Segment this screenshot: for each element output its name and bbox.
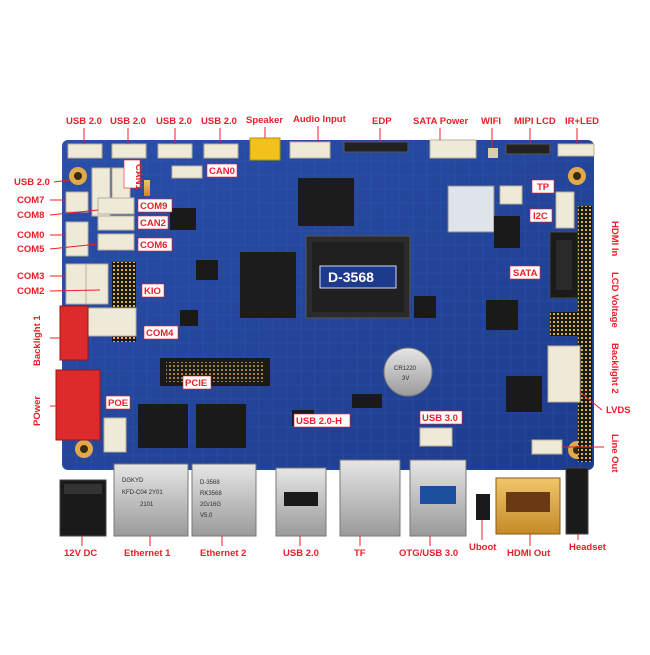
label-line-out: Line Out xyxy=(609,434,620,473)
label-mipi-lcd: MIPI LCD xyxy=(514,116,556,127)
label-dc12v: 12V DC xyxy=(64,548,97,559)
label-audio-input: Audio Input xyxy=(293,114,347,125)
label-can2: CAN2 xyxy=(140,218,166,229)
ethernet2-silk-4: V5.0 xyxy=(200,513,213,519)
ethernet2-silk-1: D-3568 xyxy=(200,480,220,486)
label-backlight-1: Backlight 1 xyxy=(32,315,43,366)
label-lvds: LVDS xyxy=(606,405,631,416)
label-com6: COM6 xyxy=(140,240,167,251)
rtc-battery-silk-2: 3V xyxy=(402,376,409,382)
bottom-ports xyxy=(59,459,589,537)
label-kio: KIO xyxy=(144,286,161,297)
label-usb-bottom: USB 2.0 xyxy=(283,548,319,559)
label-hdmi-out: HDMI Out xyxy=(507,548,551,559)
label-can1: CAN1 xyxy=(133,164,144,191)
label-pcie: PCIE xyxy=(185,378,207,389)
ethernet2-silk-3: 2G/16G xyxy=(200,502,221,508)
label-poe: POE xyxy=(108,398,128,409)
pointer-lines xyxy=(49,126,604,546)
label-wifi: WIFI xyxy=(481,116,501,127)
label-com8: COM8 xyxy=(17,210,44,221)
label-usb-3: USB 2.0 xyxy=(156,116,192,127)
label-usb-1: USB 2.0 xyxy=(66,116,102,127)
label-can0: CAN0 xyxy=(209,166,235,177)
label-usb20h: USB 2.0-H xyxy=(296,416,342,427)
label-edp: EDP xyxy=(372,116,392,127)
label-ethernet2: Ethernet 2 xyxy=(200,548,246,559)
label-headset: Headset xyxy=(569,542,607,553)
headset-jack xyxy=(565,467,589,535)
ethernet1-silk-3: 2101 xyxy=(140,502,154,508)
ethernet2-port xyxy=(191,463,257,537)
label-lcd-voltage: LCD Voltage xyxy=(609,272,620,328)
label-com3: COM3 xyxy=(17,271,44,282)
label-otg: OTG/USB 3.0 xyxy=(399,548,458,559)
soc-chip-label: D-3568 xyxy=(328,269,374,285)
ethernet1-silk-1: DGKYD xyxy=(122,478,144,484)
label-uboot: Uboot xyxy=(469,542,497,553)
label-speaker: Speaker xyxy=(246,115,283,126)
label-com5: COM5 xyxy=(17,244,45,255)
label-sata-power: SATA Power xyxy=(413,116,469,127)
label-tp: TP xyxy=(537,182,550,193)
label-com0: COM0 xyxy=(17,230,44,241)
label-ir-led: IR+LED xyxy=(565,116,599,127)
label-usb-2: USB 2.0 xyxy=(110,116,146,127)
rtc-battery xyxy=(383,347,433,397)
ethernet2-silk-2: RK3568 xyxy=(200,491,222,497)
label-boxes xyxy=(105,159,555,428)
left-connectors xyxy=(55,165,203,453)
label-tf: TF xyxy=(354,548,366,559)
label-hdmi-in: HDMI In xyxy=(609,221,620,257)
label-ethernet1: Ethernet 1 xyxy=(124,548,171,559)
label-i2c: I2C xyxy=(533,211,548,222)
tf-slot xyxy=(339,459,401,537)
right-connectors xyxy=(531,191,592,462)
label-usb30: USB 3.0 xyxy=(422,413,458,424)
ethernet1-port xyxy=(113,463,189,537)
label-power: POwer xyxy=(32,396,43,426)
ethernet1-silk-2: KFD-C04 2Y01 xyxy=(122,490,163,496)
label-usb-4: USB 2.0 xyxy=(201,116,237,127)
rtc-battery-silk-1: CR1220 xyxy=(394,366,417,372)
label-usb-left: USB 2.0 xyxy=(14,177,50,188)
label-backlight-2: Backlight 2 xyxy=(609,343,620,394)
label-com2: COM2 xyxy=(17,286,44,297)
label-com7: COM7 xyxy=(17,195,44,206)
label-com4: COM4 xyxy=(146,328,174,339)
label-com9: COM9 xyxy=(140,201,167,212)
label-sata: SATA xyxy=(513,268,538,279)
top-connectors xyxy=(67,137,595,161)
